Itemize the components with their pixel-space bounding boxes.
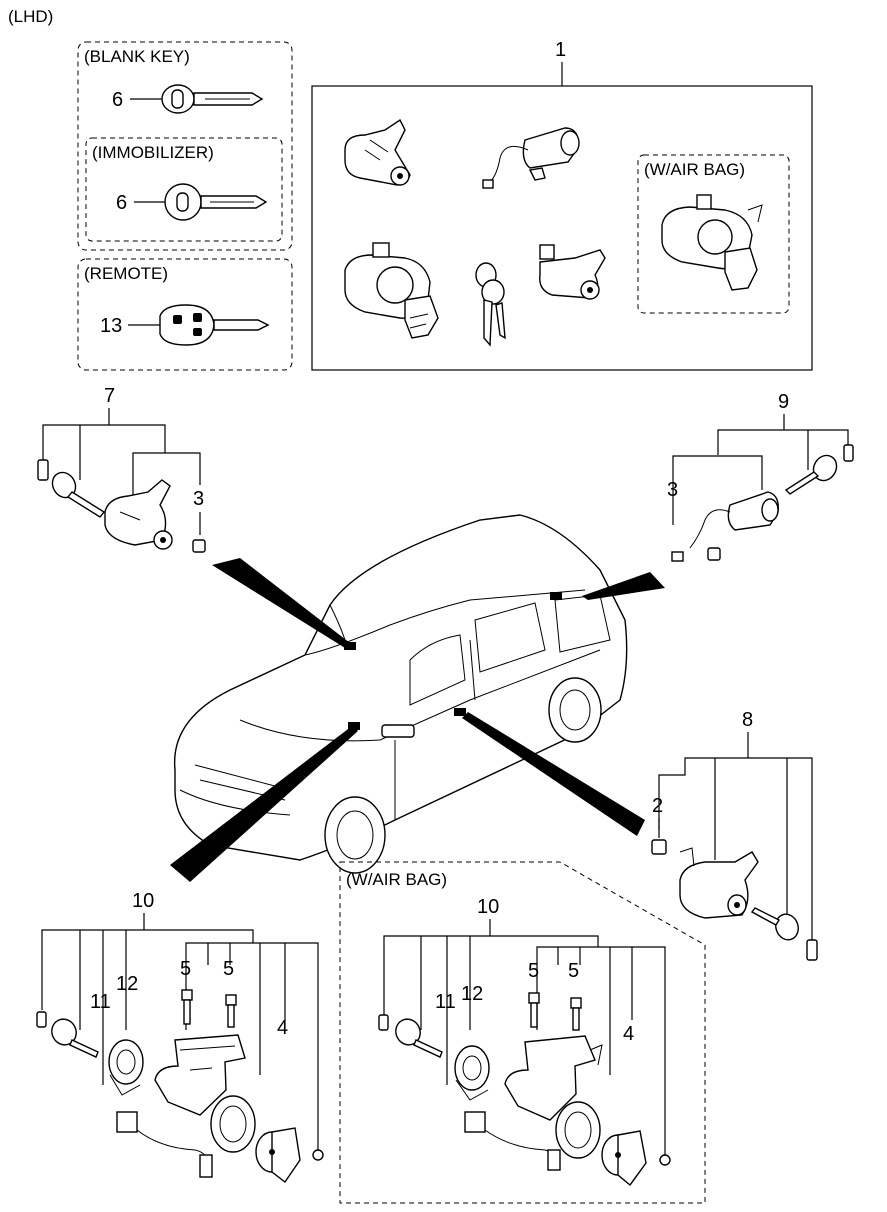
part-10-assembly: 10 5 5 12 11 4 <box>36 890 324 1184</box>
callout-12-right: 12 <box>461 983 483 1005</box>
callout-6-immobilizer: 6 <box>116 192 127 214</box>
callout-1: 1 <box>555 39 566 61</box>
remote-key-icon <box>159 304 270 346</box>
part-7-assembly: 7 3 <box>37 385 206 553</box>
bottom-right-ignition-body-icon <box>504 1035 603 1159</box>
callout-12-left: 12 <box>116 973 138 995</box>
callout-13: 13 <box>100 315 122 337</box>
door-lock-cylinder-icon <box>344 118 411 186</box>
airbag-bottom-label: (W/AIR BAG) <box>346 870 447 889</box>
airbag-ignition-body-icon <box>661 194 763 291</box>
callout-7: 7 <box>104 385 115 407</box>
left-door-lock-cylinder-icon <box>104 479 173 550</box>
ignition-lock-body-icon <box>344 242 439 339</box>
right-door-lock-cylinder-icon <box>679 847 759 919</box>
callout-4-left: 4 <box>277 1017 288 1039</box>
bottom-right-ring-icon <box>454 1045 490 1101</box>
bottom-left-ignition-body-icon <box>154 1034 256 1153</box>
bottom-right-small-screw-icon <box>659 1150 671 1166</box>
callout-2: 2 <box>652 795 663 817</box>
key-pair-icon <box>475 262 506 347</box>
callout-3-right: 3 <box>667 479 678 501</box>
callout-5-left-a: 5 <box>180 958 191 980</box>
tailgate-key-icon <box>784 454 838 495</box>
callout-9: 9 <box>778 391 789 413</box>
blank-key-label: (BLANK KEY) <box>84 47 190 66</box>
callout-4-right: 4 <box>623 1023 634 1045</box>
airbag-subgroup-box <box>637 154 790 314</box>
callout-10-right: 10 <box>477 896 499 918</box>
bottom-left-screws-icon <box>181 989 237 1028</box>
left-door-key-icon <box>51 471 106 518</box>
part-8-assembly: 8 2 <box>651 709 818 961</box>
blank-key-group-box <box>77 41 293 251</box>
bottom-right-screws-icon <box>528 992 582 1031</box>
airbag-top-label: (W/AIR BAG) <box>644 160 745 179</box>
glove-box-lock-icon <box>539 244 606 300</box>
callout-3-left: 3 <box>193 488 204 510</box>
bottom-left-key-icon <box>51 1018 99 1058</box>
bottom-left-ring-icon <box>108 1039 144 1096</box>
remote-label: (REMOTE) <box>84 264 168 283</box>
trunk-lock-with-wire-icon <box>482 127 580 189</box>
bottom-right-key-icon <box>395 1018 443 1058</box>
callout-10-left: 10 <box>132 890 154 912</box>
callout-8: 8 <box>742 709 753 731</box>
vehicle-illustration <box>173 514 628 874</box>
airbag-bottom-group-box <box>339 861 706 1204</box>
callout-11-left: 11 <box>90 991 111 1013</box>
key-groups: (BLANK KEY) 6 (IMMOBILIZER) 6 (REMOTE) 1… <box>77 41 293 371</box>
immobilizer-key-icon <box>164 183 268 221</box>
bottom-right-switch-wire-icon <box>464 1111 561 1171</box>
callout-6-blank: 6 <box>112 89 123 111</box>
tailgate-lock-with-wire-icon <box>671 491 779 562</box>
part-9-assembly: 9 3 <box>667 391 854 562</box>
callout-11-right: 11 <box>435 991 456 1013</box>
part-1-box <box>311 85 813 371</box>
part-10-airbag-assembly: (W/AIR BAG) 10 5 5 12 11 4 <box>339 861 706 1204</box>
bottom-left-lock-cylinder-icon <box>255 1127 301 1184</box>
bottom-left-switch-wire-icon <box>116 1111 213 1178</box>
callout-5-left-b: 5 <box>223 958 234 980</box>
callout-5-right-a: 5 <box>528 960 539 982</box>
part-1-assembly: 1 <box>311 39 813 371</box>
bottom-left-small-screw-icon <box>312 1145 324 1161</box>
immobilizer-label: (IMMOBILIZER) <box>92 143 214 162</box>
bottom-right-lock-cylinder-icon <box>601 1130 647 1187</box>
drive-side-label: (LHD) <box>8 7 53 26</box>
right-door-key-icon <box>750 907 799 941</box>
location-pointers <box>170 558 665 882</box>
immobilizer-group-box <box>85 137 283 242</box>
blank-key-icon <box>161 84 264 114</box>
remote-group-box <box>77 258 293 371</box>
callout-5-right-b: 5 <box>568 960 579 982</box>
